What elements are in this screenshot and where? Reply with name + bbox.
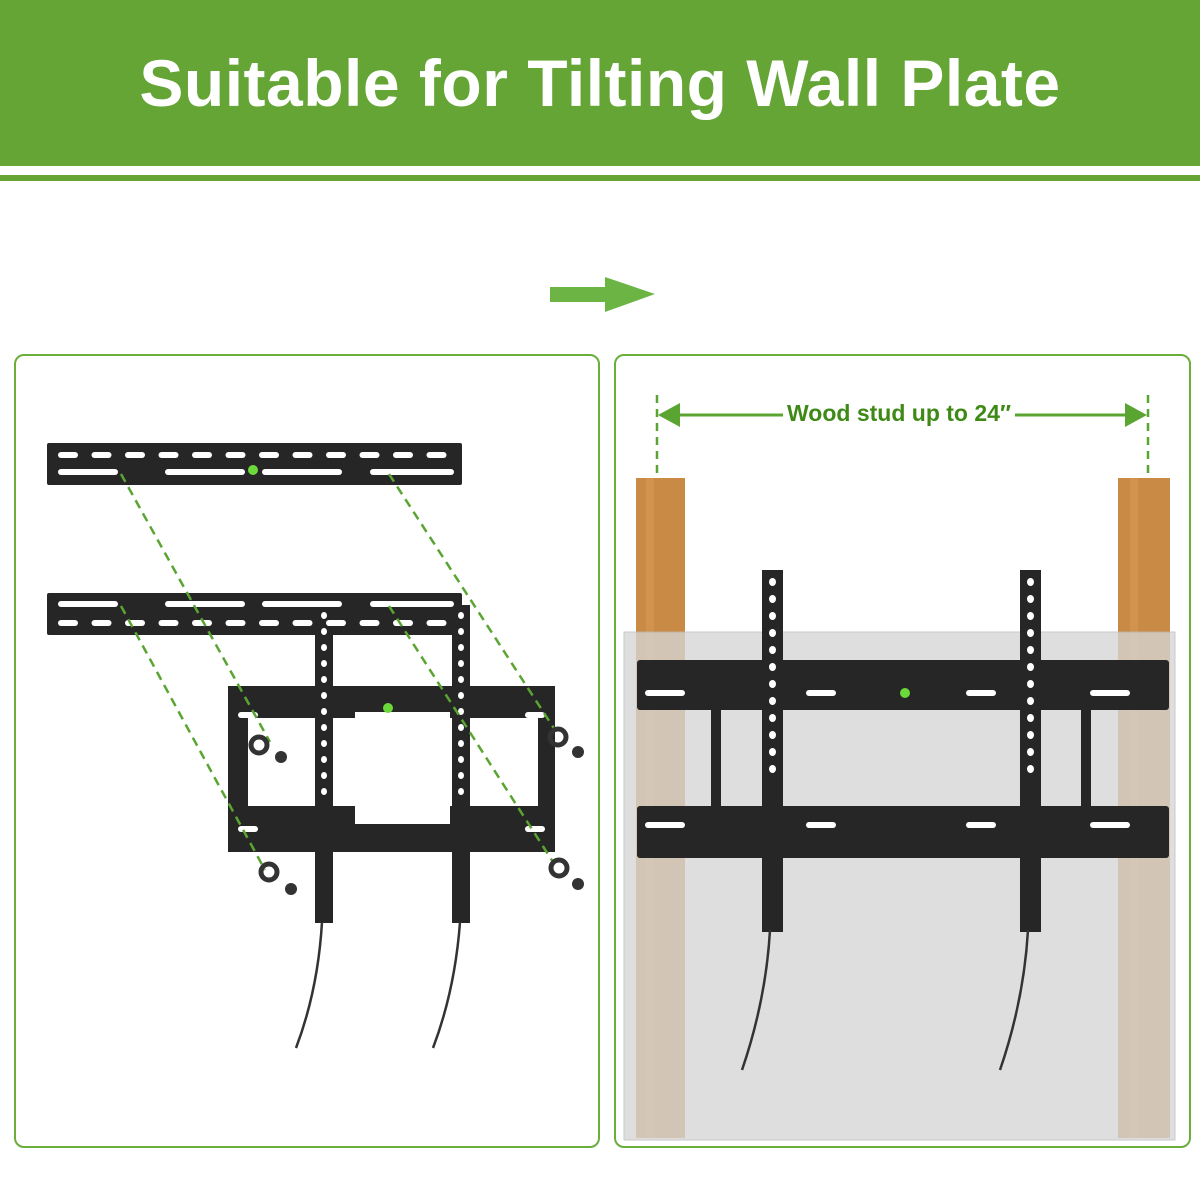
divider: [0, 175, 1200, 181]
stud-spacing-label: Wood stud up to 24″: [783, 400, 1015, 427]
header-banner: Suitable for Tilting Wall Plate: [0, 0, 1200, 166]
brand-logo-icon: [248, 465, 910, 713]
tilt-cords: [294, 921, 1030, 1071]
page-title: Suitable for Tilting Wall Plate: [139, 46, 1061, 120]
